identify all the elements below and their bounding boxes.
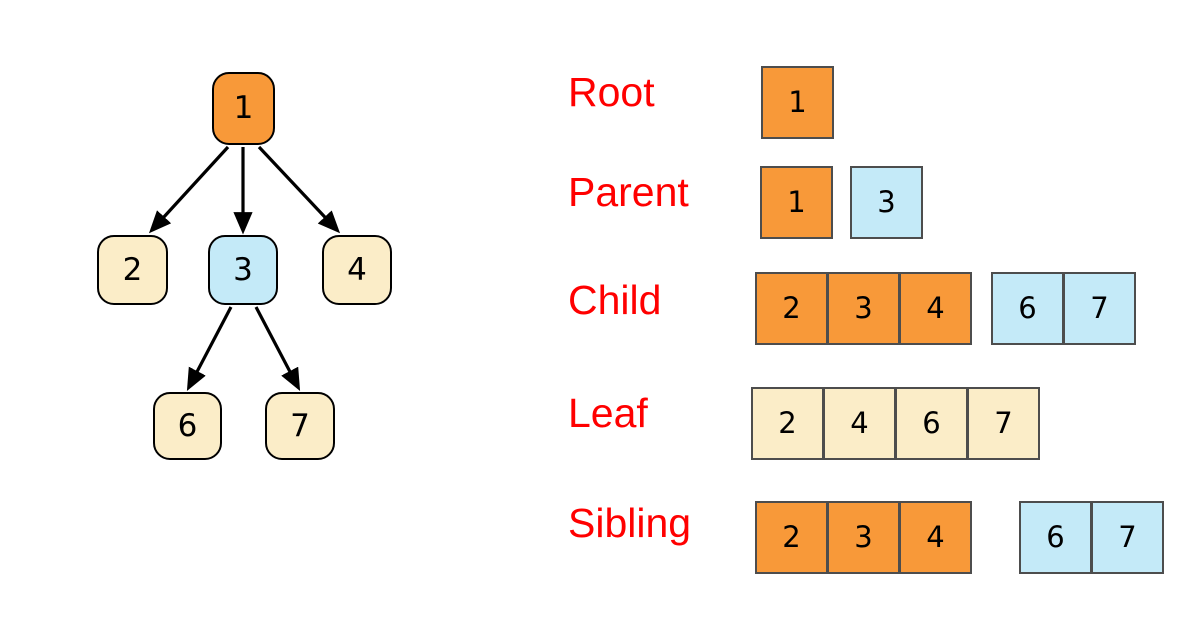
tree-node-label: 1 xyxy=(233,90,254,126)
tree-edge-3-to-7 xyxy=(254,306,301,391)
legend-chip-leaf-7[interactable]: 7 xyxy=(967,387,1040,460)
legend-chip-value: 6 xyxy=(1018,291,1037,325)
legend-chip-sibling-4[interactable]: 4 xyxy=(899,501,972,574)
tree-node-label: 6 xyxy=(177,407,198,444)
legend-chip-child-3[interactable]: 3 xyxy=(827,272,900,345)
tree-node-6[interactable]: 6 xyxy=(153,392,222,460)
legend-chip-value: 7 xyxy=(1090,291,1109,325)
tree-node-label: 3 xyxy=(233,251,253,288)
legend-chip-value: 4 xyxy=(850,406,869,440)
legend-label-root: Root xyxy=(568,69,655,115)
legend-chip-child-2[interactable]: 2 xyxy=(755,272,828,345)
tree-edge-3-to-6 xyxy=(186,306,233,391)
legend-chip-value: 4 xyxy=(926,520,945,554)
legend-chip-sibling-7[interactable]: 7 xyxy=(1091,501,1164,574)
tree-node-label: 4 xyxy=(347,251,367,288)
legend-chip-child-4[interactable]: 4 xyxy=(899,272,972,345)
legend-chip-leaf-2[interactable]: 2 xyxy=(751,387,824,460)
legend-chip-child-7[interactable]: 7 xyxy=(1063,272,1136,345)
legend-chip-sibling-2[interactable]: 2 xyxy=(755,501,828,574)
legend-chip-child-6[interactable]: 6 xyxy=(991,272,1064,345)
legend-chip-value: 2 xyxy=(782,291,801,325)
legend-chip-group-parent-0: 1 xyxy=(760,166,833,239)
tree-node-label: 2 xyxy=(122,251,143,288)
tree-node-4[interactable]: 4 xyxy=(322,235,392,305)
legend-chip-sibling-3[interactable]: 3 xyxy=(827,501,900,574)
legend-chip-value: 3 xyxy=(854,520,873,554)
legend-chip-value: 4 xyxy=(926,291,945,325)
legend-label-parent: Parent xyxy=(568,169,689,215)
legend-chip-value: 1 xyxy=(787,185,806,219)
tree-node-7[interactable]: 7 xyxy=(265,392,335,460)
tree-edge-1-to-4 xyxy=(257,145,341,234)
legend-chip-value: 7 xyxy=(994,406,1013,440)
legend-chip-leaf-4[interactable]: 4 xyxy=(823,387,896,460)
tree-edge-1-to-2 xyxy=(148,145,230,234)
legend-chip-group-parent-1: 3 xyxy=(850,166,923,239)
legend-chip-value: 2 xyxy=(782,520,801,554)
legend-label-leaf: Leaf xyxy=(568,390,648,436)
tree-node-1[interactable]: 1 xyxy=(212,72,275,145)
legend-chip-parent-3[interactable]: 3 xyxy=(850,166,923,239)
legend-chip-group-sibling-0: 2 3 4 xyxy=(755,501,972,574)
legend-chip-value: 6 xyxy=(1046,520,1065,554)
legend-chip-leaf-6[interactable]: 6 xyxy=(895,387,968,460)
legend-chip-group-child-0: 2 3 4 xyxy=(755,272,972,345)
tree-diagram: 1 2 3 4 6 7 xyxy=(0,0,520,630)
legend-chip-group-leaf-0: 2 4 6 7 xyxy=(751,387,1040,460)
legend-chip-value: 6 xyxy=(922,406,941,440)
tree-node-3[interactable]: 3 xyxy=(208,235,278,305)
legend-label-child: Child xyxy=(568,277,662,323)
tree-node-2[interactable]: 2 xyxy=(97,235,168,305)
legend-chip-sibling-6[interactable]: 6 xyxy=(1019,501,1092,574)
legend-chip-parent-1[interactable]: 1 xyxy=(760,166,833,239)
legend-chip-value: 1 xyxy=(788,85,807,119)
legend-label-sibling: Sibling xyxy=(568,500,692,546)
legend-chip-value: 3 xyxy=(877,185,896,219)
legend-chip-value: 7 xyxy=(1118,520,1137,554)
legend-chip-group-root-0: 1 xyxy=(761,66,834,139)
legend-chip-value: 3 xyxy=(854,291,873,325)
tree-node-label: 7 xyxy=(290,407,310,444)
legend-chip-value: 2 xyxy=(778,406,797,440)
legend-chip-root-1[interactable]: 1 xyxy=(761,66,834,139)
